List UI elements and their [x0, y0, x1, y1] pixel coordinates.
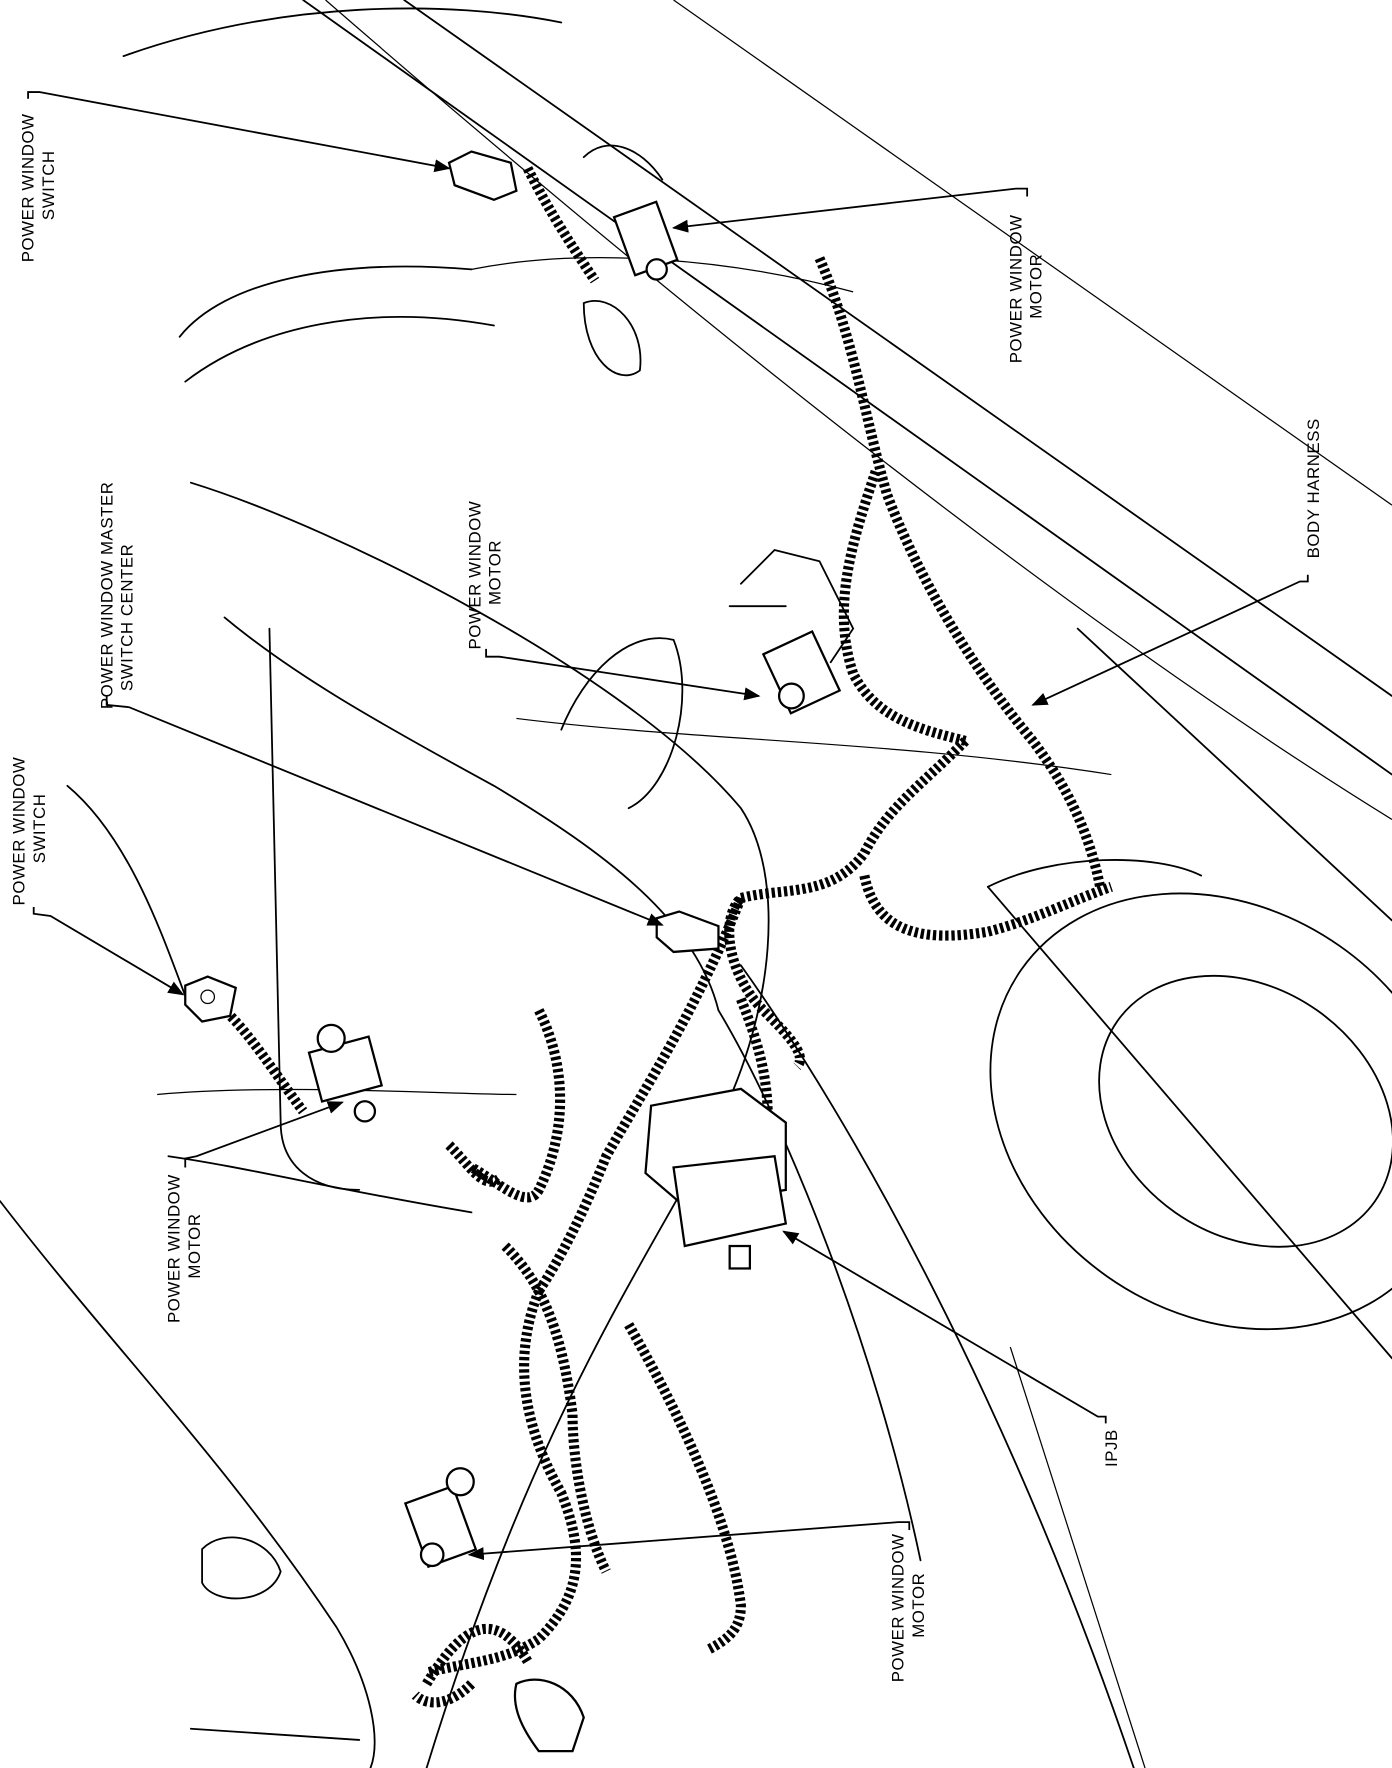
label-power-window-motor-front-right: POWER WINDOW MOTOR — [465, 495, 761, 701]
component-motor-rear-right — [582, 144, 679, 281]
svg-text:POWER WINDOW SWITCH: POWER WINDOW SWITCH — [19, 108, 58, 262]
svg-text:IPJB: IPJB — [1102, 1429, 1121, 1467]
label-power-window-motor-front-left: POWER WINDOW MOTOR — [165, 1101, 344, 1323]
label-power-window-motor-rear-left: POWER WINDOW MOTOR — [467, 1521, 928, 1682]
label-power-window-master-switch-center: POWER WINDOW MASTER SWITCH CENTER — [97, 476, 664, 926]
svg-text:BODY HARNESS: BODY HARNESS — [1304, 418, 1323, 558]
label-body-harness: BODY HARNESS — [1031, 418, 1323, 706]
label-power-window-switch-rear: POWER WINDOW SWITCH — [19, 91, 451, 262]
svg-text:POWER WINDOW MOTOR: POWER WINDOW MOTOR — [165, 1169, 204, 1323]
svg-text:POWER WINDOW MASTER SWIT: POWER WINDOW MASTER SWITCH CENTER — [97, 476, 136, 709]
label-power-window-motor-rear-right: POWER WINDOW MOTOR — [671, 187, 1046, 363]
svg-text:POWER WINDOW MOTOR: POWER WINDOW MOTOR — [889, 1528, 928, 1682]
component-switch-front — [184, 975, 238, 1023]
label-ipjb: IPJB — [782, 1230, 1121, 1467]
component-ipjb — [644, 1087, 788, 1270]
component-switch-rear — [447, 150, 518, 202]
component-master-switch — [655, 910, 720, 954]
component-connector-rear — [513, 1678, 585, 1753]
svg-text:POWER WINDOW SWITCH: POWER WINDOW SWITCH — [10, 751, 49, 905]
svg-text:POWER WINDOW MOTOR: POWER WINDOW MOTOR — [465, 495, 504, 649]
label-power-window-switch-front: POWER WINDOW SWITCH — [10, 751, 185, 996]
svg-text:POWER WINDOW MOTOR: POWER WINDOW MOTOR — [1007, 209, 1046, 363]
component-motor-front-right — [728, 549, 855, 715]
wheel-arch — [986, 859, 1392, 1331]
component-motor-front-left — [307, 1023, 384, 1123]
component-motor-rear-left — [403, 1467, 478, 1569]
